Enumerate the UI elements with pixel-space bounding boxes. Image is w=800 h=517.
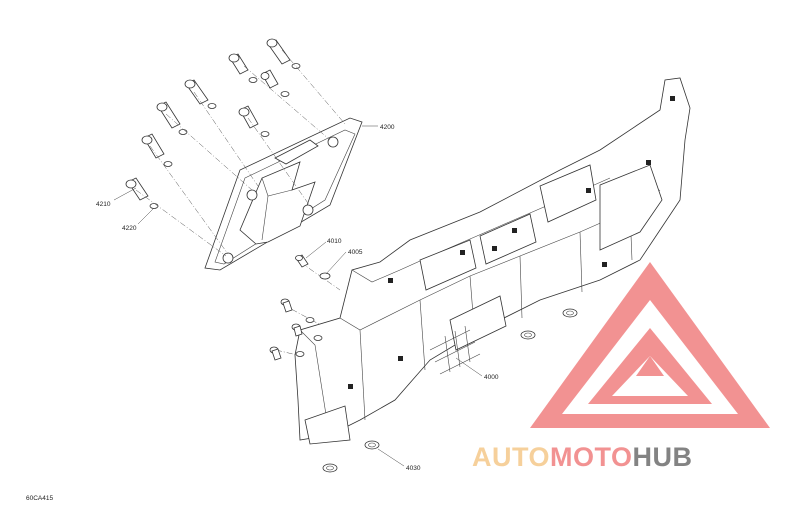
bolt-4 bbox=[184, 79, 209, 105]
screw-b bbox=[291, 323, 303, 337]
callout-4000: 4000 bbox=[484, 374, 499, 381]
bolt-5 bbox=[238, 105, 259, 129]
screw-4010 bbox=[295, 254, 309, 268]
triangle-logo-icon bbox=[530, 262, 770, 428]
callout-4200: 4200 bbox=[380, 124, 395, 131]
callout-4005: 4005 bbox=[348, 249, 363, 256]
bolt-7 bbox=[141, 133, 165, 159]
panel-fasteners bbox=[269, 254, 578, 473]
grommet-1 bbox=[364, 440, 380, 450]
grommet-4 bbox=[562, 308, 578, 318]
watermark-auto: AUTO bbox=[472, 442, 550, 472]
screw-c bbox=[269, 346, 282, 361]
washer-4005 bbox=[319, 272, 331, 280]
callout-4010: 4010 bbox=[327, 238, 342, 245]
grommet-3 bbox=[520, 330, 536, 340]
grommet-2 bbox=[322, 463, 338, 473]
bolt-3 bbox=[260, 69, 279, 89]
bolt-set bbox=[125, 38, 301, 209]
bolt-6 bbox=[156, 101, 181, 129]
main-panel-part bbox=[294, 77, 691, 445]
washers bbox=[149, 63, 301, 209]
bracket-plate-part bbox=[204, 117, 363, 271]
bolt-2 bbox=[228, 53, 249, 75]
watermark-moto: MOTO bbox=[550, 442, 633, 472]
watermark-hub: HUB bbox=[633, 442, 693, 472]
callout-4210: 4210 bbox=[96, 201, 111, 208]
bolt-8 bbox=[125, 177, 149, 201]
watermark-text: AUTOMOTOHUB bbox=[472, 442, 693, 472]
automotohub-watermark: AUTOMOTOHUB bbox=[472, 262, 770, 472]
callout-4030: 4030 bbox=[406, 465, 421, 472]
screw-a bbox=[280, 298, 293, 313]
diagram-code: 60CA415 bbox=[26, 495, 53, 502]
leader-lines bbox=[113, 125, 483, 467]
callout-4220: 4220 bbox=[122, 225, 137, 232]
bolt-1 bbox=[266, 38, 291, 65]
